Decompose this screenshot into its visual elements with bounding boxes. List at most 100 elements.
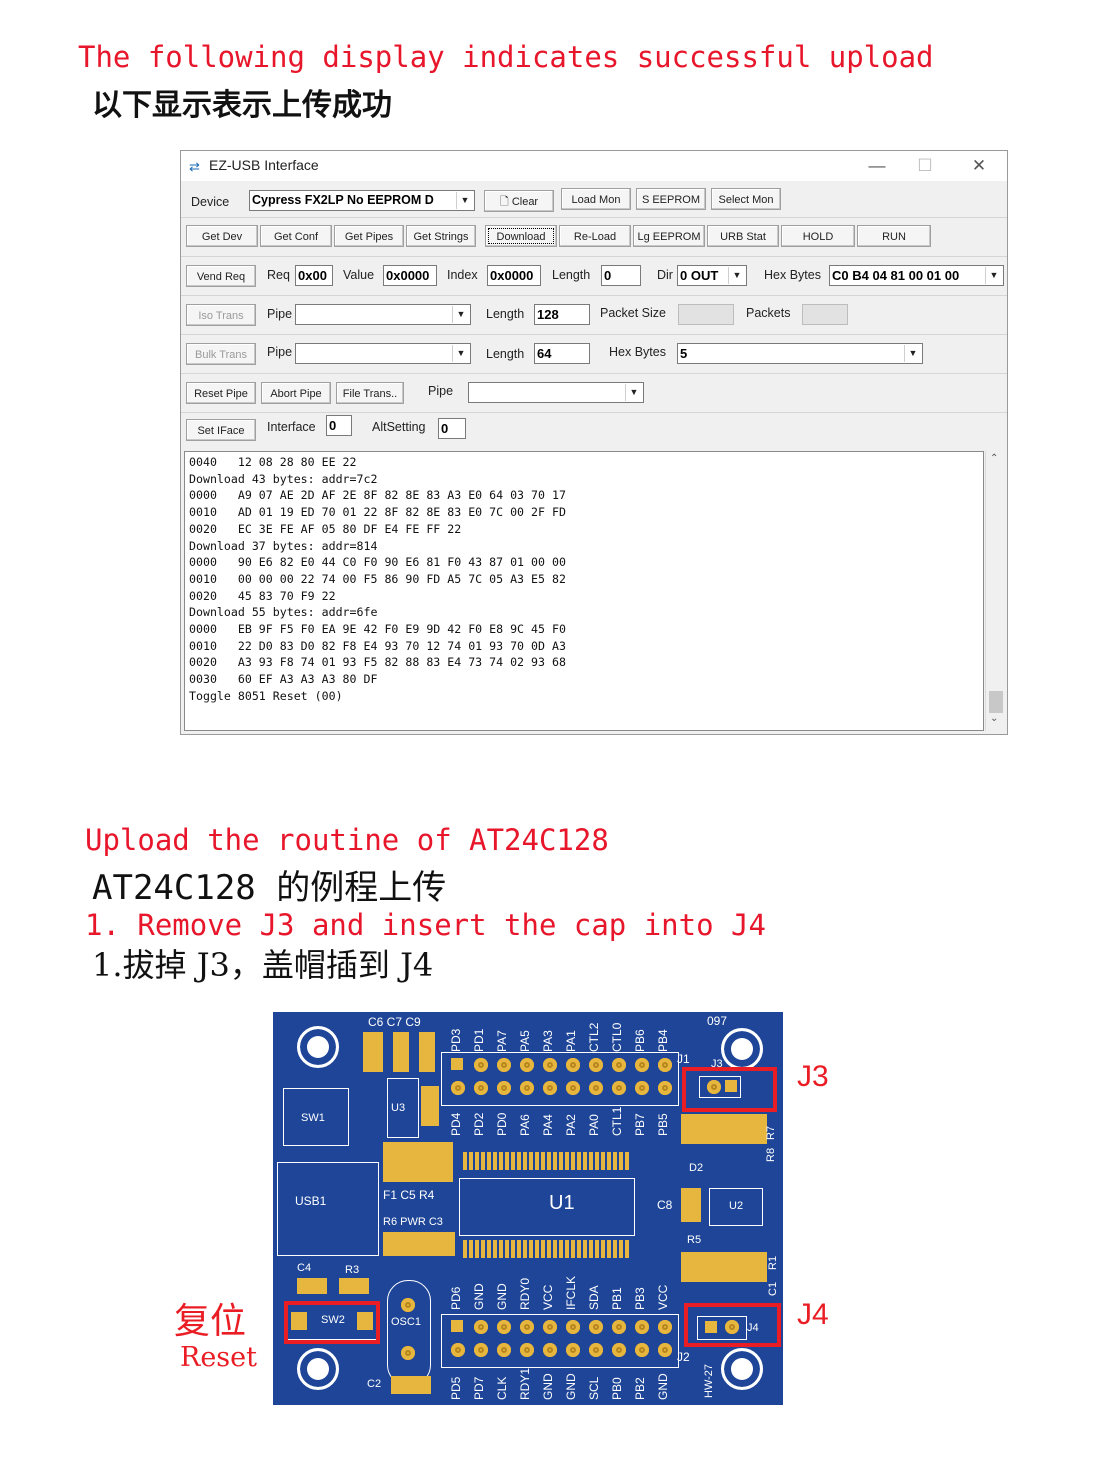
get-strings-button[interactable]: Get Strings [406,225,476,247]
log-scrollbar[interactable]: ⌃ ⌄ [985,451,1006,731]
pad [383,1232,455,1256]
minimize-button[interactable]: — [868,156,886,175]
header-pin [612,1343,626,1357]
pin-label: PB5 [656,1113,670,1136]
interface-label: Interface [267,420,316,434]
pin-label: SCL [587,1376,601,1400]
j3-pin [707,1080,721,1094]
u1-pins-top [463,1152,631,1170]
header-pin [497,1058,511,1072]
pin-label: PD1 [472,1028,486,1052]
device-select[interactable]: Cypress FX2LP No EEPROM D▼ [249,190,475,211]
get-pipes-button[interactable]: Get Pipes [334,225,404,247]
bulk-hex-select[interactable]: 5▼ [677,343,923,364]
set-iface-button[interactable]: Set IFace [186,419,256,441]
bulk-length-field[interactable]: 64 [534,343,590,364]
silk-c8: C8 [657,1198,673,1212]
get-dev-button[interactable]: Get Dev [186,225,258,247]
header-pin [543,1343,557,1357]
interface-field[interactable]: 0 [326,415,352,436]
run-button[interactable]: RUN [857,225,931,247]
ez-usb-window: ⇄ EZ-USB Interface — ☐ ✕ Device Cypress … [180,150,1008,735]
reset-pipe-button[interactable]: Reset Pipe [186,382,256,404]
urb-stat-button[interactable]: URB Stat [707,225,779,247]
j4-pad [705,1321,717,1333]
abort-pipe-button[interactable]: Abort Pipe [261,382,331,404]
chevron-down-icon: ▼ [904,345,921,362]
j4-callout: J4 [797,1298,829,1331]
log-line: Download 55 bytes: addr=6fe [189,605,378,620]
iface-row: Set IFace Interface 0 AltSetting 0 [181,413,1007,451]
bulk-pipe-select[interactable]: ▼ [295,343,471,364]
bulk-hex-value: 5 [680,346,688,361]
silk-r5: R5 [687,1234,702,1246]
j4-highlight-box [684,1303,781,1347]
close-button[interactable]: ✕ [971,156,987,175]
silk-c1: C1 [767,1281,779,1296]
iso-length-field[interactable]: 128 [534,304,590,325]
log-line: 0040 12 08 28 80 EE 22 [189,455,357,469]
bulk-trans-button[interactable]: Bulk Trans [186,343,256,365]
get-conf-button[interactable]: Get Conf [260,225,332,247]
file-trans-button[interactable]: File Trans.. [336,382,404,404]
hold-button[interactable]: HOLD [781,225,855,247]
value-field[interactable]: 0x0000 [383,265,437,286]
pin-label: PA0 [587,1114,601,1136]
clear-button[interactable]: 🗋 Clear [484,190,554,212]
silk-f1: F1 C5 R4 [383,1188,435,1202]
select-mon-button[interactable]: Select Mon [711,188,781,210]
s-eeprom-button[interactable]: S EEPROM [636,188,706,210]
lg-eeprom-button[interactable]: Lg EEPROM [633,225,705,247]
packets-field[interactable] [802,304,848,325]
hex-bytes-select[interactable]: C0 B4 04 81 00 01 00▼ [829,265,1004,286]
command-row: Get Dev Get Conf Get Pipes Get Strings D… [181,218,1007,257]
hex-bytes-label: Hex Bytes [764,268,821,282]
req-field[interactable]: 0x00 [295,265,333,286]
chevron-down-icon: ▼ [728,267,745,284]
dir-select[interactable]: 0 OUT▼ [677,265,747,286]
download-button[interactable]: Download [485,225,557,247]
header-pin [658,1081,672,1095]
reset-pipe-label: Pipe [428,384,454,398]
scroll-down-icon[interactable]: ⌄ [990,713,999,724]
packet-size-field[interactable] [678,304,734,325]
header-pin [520,1320,534,1334]
iso-trans-button[interactable]: Iso Trans [186,304,256,326]
scroll-up-icon[interactable]: ⌃ [990,453,999,464]
maximize-button[interactable]: ☐ [917,156,933,175]
pin-label: IFCLK [564,1275,578,1310]
reset-highlight-box [284,1301,380,1344]
index-field[interactable]: 0x0000 [487,265,541,286]
jumper-j3 [699,1076,741,1098]
reload-button[interactable]: Re-Load [559,225,631,247]
chip-u1 [459,1178,635,1236]
chevron-down-icon: ▼ [452,345,469,362]
silk-u1: U1 [549,1192,575,1214]
chevron-down-icon: ▼ [456,192,473,209]
vend-req-button[interactable]: Vend Req [186,265,256,287]
scroll-thumb[interactable] [989,691,1003,713]
silk-sw1: SW1 [301,1112,325,1124]
log-line: Download 37 bytes: addr=814 [189,538,378,553]
silk-d2: D2 [689,1162,704,1174]
length-field[interactable]: 0 [601,265,641,286]
bulk-length-label: Length [486,347,525,361]
iso-pipe-select[interactable]: ▼ [295,304,471,325]
pin-label: PA1 [564,1030,578,1052]
log-line: 0000 90 E6 82 E0 44 C0 F0 90 E6 81 F0 43… [189,555,566,570]
hex-bytes-value: C0 B4 04 81 00 01 00 [832,268,960,283]
log-line: 0000 EB 9F F5 F0 EA 9E 42 F0 E9 9D 42 F0… [189,622,566,637]
altsetting-field[interactable]: 0 [438,418,466,439]
step-chinese: 1.拔掉 J3，盖帽插到 J4 [92,946,434,984]
header-pin [451,1058,463,1070]
load-mon-button[interactable]: Load Mon [561,188,631,210]
reset-pipe-select[interactable]: ▼ [468,382,644,403]
silk-u2: U2 [729,1200,744,1212]
header-pin [612,1320,626,1334]
mount-hole [297,1348,339,1390]
silk-osc: OSC1 [391,1316,421,1328]
pin-label: SDA [587,1285,601,1310]
pin-label: CLK [495,1376,509,1400]
header-pin [566,1343,580,1357]
